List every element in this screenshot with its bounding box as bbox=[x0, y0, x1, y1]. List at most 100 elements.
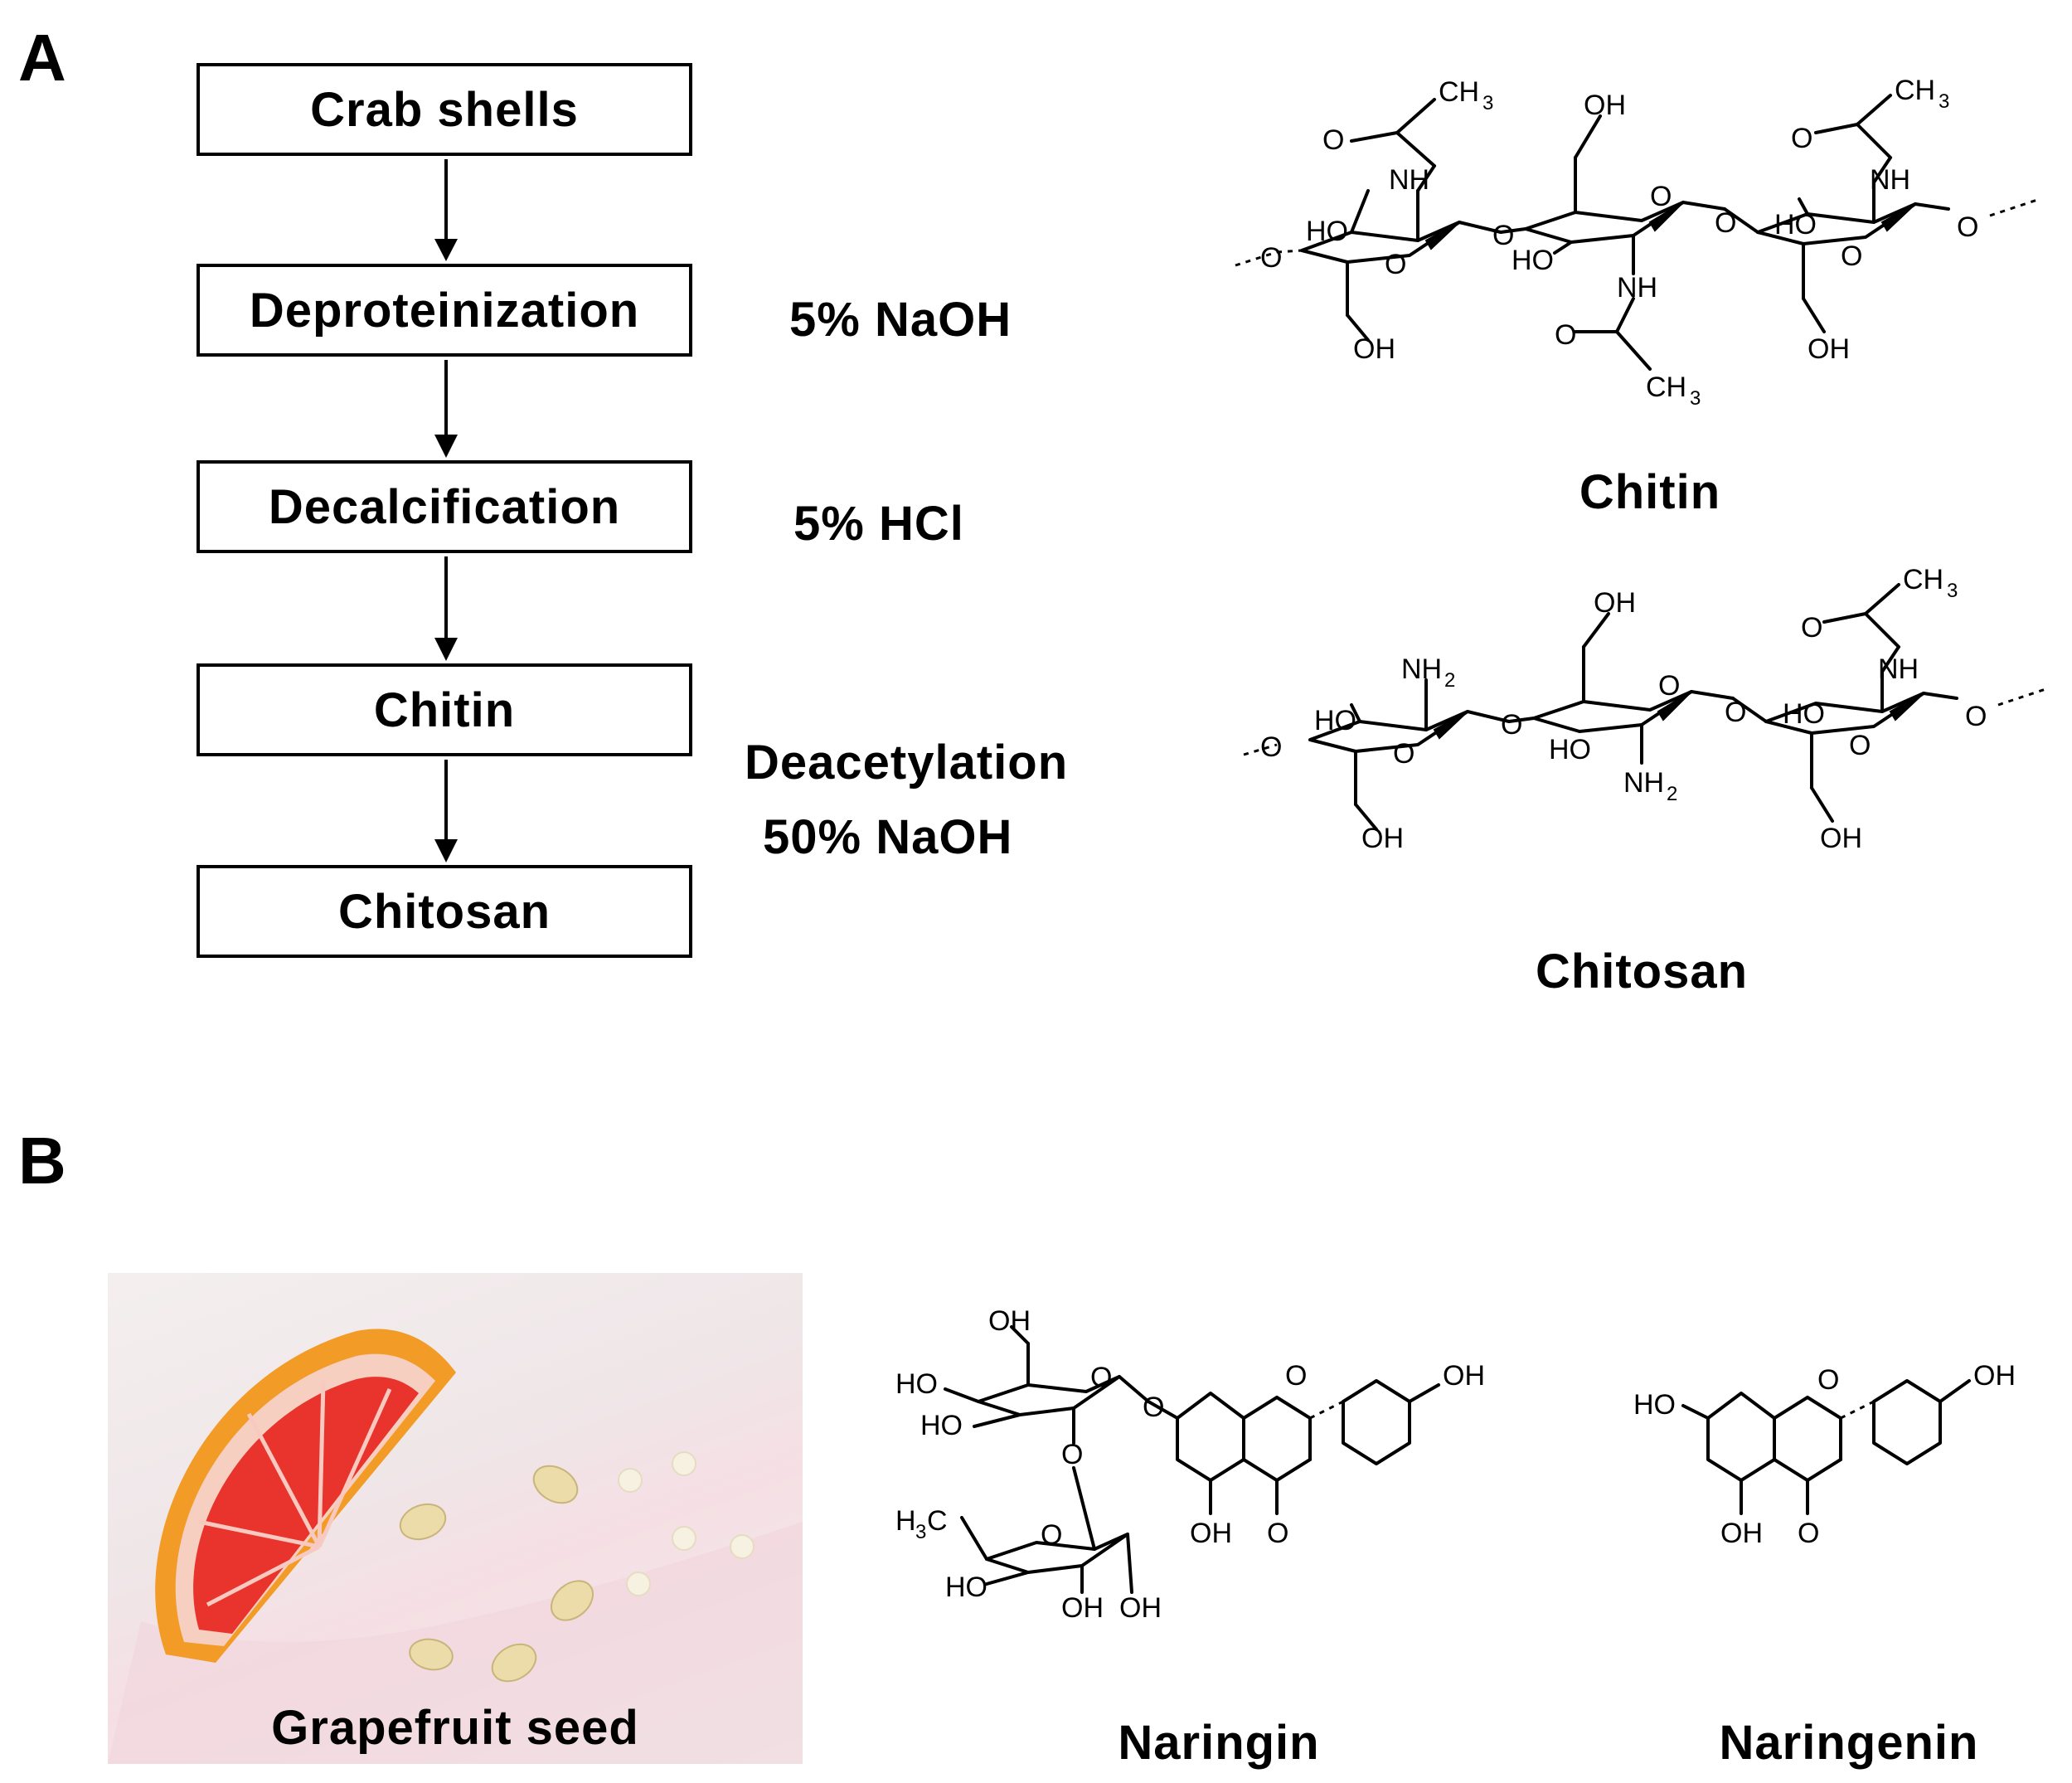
chitin-atom-nh-3: NH bbox=[1870, 164, 1910, 196]
flow-step-chitin: Chitin bbox=[197, 663, 692, 756]
condition-deacetylation: Deacetylation bbox=[745, 736, 1069, 789]
grapefruit-illustration bbox=[108, 1329, 803, 1764]
chitin-structure: O HO O NH O CH 3 OH O OH O HO NH O CH 3 … bbox=[1235, 75, 2040, 410]
flow-step-decalcification: Decalcification bbox=[197, 460, 692, 553]
naringin-atom-oh-4: OH bbox=[1190, 1518, 1232, 1549]
condition-deproteinization: 5% NaOH bbox=[789, 293, 1012, 347]
chitin-atom-ch3-2: CH bbox=[1646, 372, 1686, 403]
naringin-sub-3-h3c: 3 bbox=[915, 1521, 926, 1543]
naringin-atom-ho-3: HO bbox=[945, 1572, 987, 1603]
chitosan-ring-3 bbox=[1731, 583, 1958, 823]
chitin-atom-oh-3: OH bbox=[1808, 333, 1850, 365]
chitin-ring-1 bbox=[1300, 98, 1502, 342]
chitosan-atom-nh2-1: NH bbox=[1401, 653, 1442, 685]
naringenin-atom-oh-1: OH bbox=[1720, 1518, 1763, 1549]
chitosan-atom-ho-3: HO bbox=[1783, 698, 1825, 730]
naringin-atom-o-link-2: O bbox=[1143, 1392, 1164, 1423]
naringenin-atom-o-pyran: O bbox=[1817, 1364, 1839, 1396]
chitin-atom-o-right: O bbox=[1957, 211, 1978, 243]
naringin-structure: OH HO HO O O O H 3 C O HO OH OH O OH O O… bbox=[895, 1310, 1485, 1624]
naringenin-phenol-ring bbox=[1872, 1379, 1971, 1465]
chitin-atom-nh-2: NH bbox=[1617, 272, 1657, 304]
naringin-atom-o-ring-2: O bbox=[1041, 1519, 1062, 1551]
naringenin-atom-o-keto: O bbox=[1798, 1518, 1819, 1549]
chitosan-atom-nh: NH bbox=[1878, 653, 1919, 685]
grapefruit-seed-caption: Grapefruit seed bbox=[271, 1701, 639, 1755]
chitin-atom-o-acetyl-2: O bbox=[1555, 319, 1576, 351]
chitin-atom-o-link-1: O bbox=[1492, 220, 1514, 251]
naringenin-core bbox=[1681, 1392, 1875, 1515]
chitin-sub-3-1: 3 bbox=[1482, 92, 1493, 114]
naringenin-atom-oh-2: OH bbox=[1973, 1360, 2016, 1392]
arrow-2 bbox=[434, 360, 458, 458]
chitin-atom-o-left: O bbox=[1260, 242, 1282, 274]
grapefruit-slice bbox=[155, 1329, 456, 1663]
chitosan-caption: Chitosan bbox=[1535, 945, 1749, 998]
flow-arrows bbox=[434, 159, 458, 862]
grapefruit-seed-photo: Grapefruit seed bbox=[108, 1273, 803, 1764]
panel-label-a: A bbox=[18, 21, 66, 95]
naringin-atom-o-pyran: O bbox=[1285, 1360, 1307, 1392]
chitosan-atom-o-ring1: O bbox=[1393, 738, 1414, 770]
chitin-ring-2 bbox=[1499, 114, 1726, 371]
flow-step-chitosan: Chitosan bbox=[197, 865, 692, 958]
naringin-atom-oh-3: OH bbox=[1119, 1592, 1162, 1624]
chitosan-atom-o-right: O bbox=[1965, 701, 1987, 732]
chitosan-atom-o-link-1: O bbox=[1501, 709, 1522, 741]
naringin-atom-o-link-1: O bbox=[1061, 1439, 1083, 1470]
naringin-atom-ho-1: HO bbox=[895, 1368, 938, 1400]
chitin-atom-ho-1: HO bbox=[1306, 216, 1348, 247]
chitosan-atom-nh2-2: NH bbox=[1623, 767, 1664, 799]
naringin-flavanone-core bbox=[1147, 1392, 1344, 1515]
arrow-1 bbox=[434, 159, 458, 261]
chitin-atom-o-acetyl-1: O bbox=[1322, 124, 1344, 156]
naringin-atom-ho-2: HO bbox=[920, 1410, 963, 1441]
chitin-ring-3 bbox=[1723, 94, 1950, 333]
chitosan-atom-oh-2: OH bbox=[1594, 587, 1636, 619]
chitin-atom-o-link-2: O bbox=[1715, 207, 1736, 239]
chitin-atom-nh-1: NH bbox=[1389, 164, 1429, 196]
chitosan-atom-o-link-2: O bbox=[1725, 697, 1746, 728]
naringenin-caption: Naringenin bbox=[1719, 1716, 1979, 1770]
chitosan-atom-o-left: O bbox=[1260, 731, 1282, 763]
condition-deacetylation-reagent: 50% NaOH bbox=[763, 810, 1013, 864]
chitin-atom-oh-1: OH bbox=[1353, 333, 1395, 365]
chitin-atom-o-ring3: O bbox=[1841, 240, 1862, 272]
chitosan-sub-2-1: 2 bbox=[1444, 669, 1455, 692]
naringenin-atom-ho: HO bbox=[1633, 1389, 1676, 1421]
naringin-phenol-ring bbox=[1342, 1379, 1440, 1465]
chitin-atom-ch3-1: CH bbox=[1439, 76, 1479, 108]
chitin-atom-o-acetyl-3: O bbox=[1791, 123, 1812, 154]
naringin-atom-h3c: H bbox=[895, 1505, 916, 1537]
chitin-sub-3-3: 3 bbox=[1939, 90, 1949, 113]
naringin-atom-o-keto: O bbox=[1267, 1518, 1288, 1549]
grapefruit-seeds bbox=[399, 1465, 594, 1683]
chitosan-atom-ch3: CH bbox=[1903, 564, 1943, 595]
naringin-atom-o-ring-1: O bbox=[1090, 1362, 1112, 1393]
naringin-atom-oh-2: OH bbox=[1061, 1592, 1104, 1624]
chitosan-atom-oh-1: OH bbox=[1361, 823, 1404, 854]
naringin-atom-oh-5: OH bbox=[1443, 1360, 1485, 1392]
chitosan-ring-2 bbox=[1507, 612, 1735, 765]
arrow-4 bbox=[434, 760, 458, 862]
chitosan-atom-oh-3: OH bbox=[1820, 823, 1862, 854]
chitin-atom-ch3-3: CH bbox=[1895, 75, 1935, 106]
panel-label-b: B bbox=[18, 1124, 66, 1198]
chitosan-sub-2-2: 2 bbox=[1667, 783, 1677, 805]
chitosan-atom-ho-1: HO bbox=[1314, 705, 1356, 736]
arrow-3 bbox=[434, 556, 458, 661]
chitosan-atom-ho-2: HO bbox=[1549, 734, 1591, 765]
chitosan-structure: O HO O NH 2 OH O OH O HO NH 2 O HO O NH … bbox=[1243, 564, 2049, 854]
chitin-caption: Chitin bbox=[1579, 465, 1721, 519]
chitin-atom-ho-2: HO bbox=[1512, 245, 1554, 276]
chitosan-ring-1 bbox=[1308, 678, 1511, 831]
chitin-atom-ho-3: HO bbox=[1774, 209, 1817, 240]
chitosan-atom-o-acetyl: O bbox=[1801, 612, 1822, 644]
chitin-atom-o-ring1: O bbox=[1385, 249, 1406, 280]
naringin-rhamnose-ring bbox=[960, 1466, 1133, 1594]
flow-step-crab-shells: Crab shells bbox=[197, 63, 692, 156]
seed-extract-drops bbox=[618, 1451, 755, 1596]
naringin-atom-c: C bbox=[927, 1505, 948, 1537]
chitin-atom-o-ring2: O bbox=[1650, 181, 1672, 212]
chitosan-atom-o-ring3: O bbox=[1849, 730, 1871, 761]
